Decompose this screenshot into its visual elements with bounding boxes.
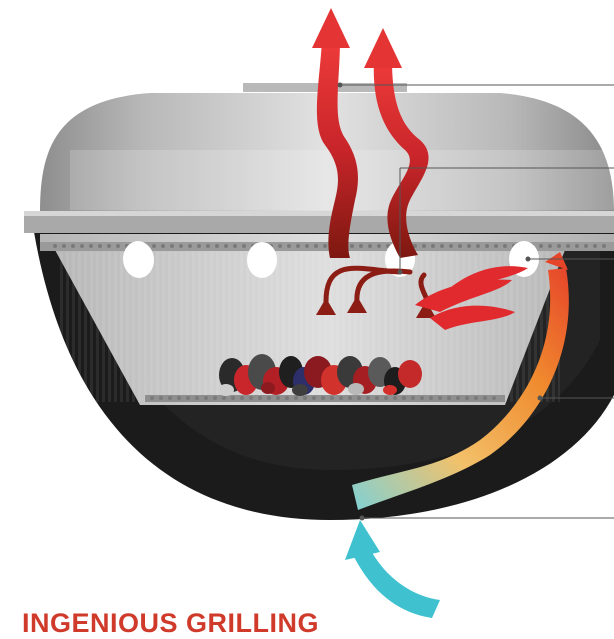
grill-rack-rivet: [89, 244, 93, 248]
charcoal-grate-rivet: [357, 396, 361, 400]
charcoal-grate-rivet: [366, 396, 370, 400]
grill-rack-rivet: [242, 244, 246, 248]
charcoal-grate-rivet: [330, 396, 334, 400]
grill-rack-rivet: [152, 244, 156, 248]
grill-rack-rivet: [71, 244, 75, 248]
charcoal-grate-rivet: [267, 396, 271, 400]
charcoal-grate-rivet: [150, 396, 154, 400]
grill-rack-rivet: [422, 244, 426, 248]
grill-rack-rivet: [80, 244, 84, 248]
grill-rack-rivet: [278, 244, 282, 248]
cool-air-intake: [352, 545, 440, 618]
charcoal-grate-rivet: [375, 396, 379, 400]
grill-rack-rivet: [296, 244, 300, 248]
charcoal-grate-rivet: [402, 396, 406, 400]
charcoal-grate-rivet: [222, 396, 226, 400]
charcoal-grate-rivet: [429, 396, 433, 400]
charcoal-grate-rivet: [213, 396, 217, 400]
grill-rack-rivet: [179, 244, 183, 248]
charcoal-grate-rivet: [294, 396, 298, 400]
charcoal-grate-rivet: [276, 396, 280, 400]
grill-rack-rivet: [161, 244, 165, 248]
grill-rack-rivet: [566, 244, 570, 248]
exhaust-arrowhead: [312, 8, 350, 48]
charcoal-grate-rivet: [447, 396, 451, 400]
lid-rim-highlight: [24, 211, 614, 216]
charcoal-grate-rivet: [168, 396, 172, 400]
grill-rack-rivet: [575, 244, 579, 248]
grill-rack-rivet: [170, 244, 174, 248]
grill-rack-rivet: [593, 244, 597, 248]
grill-rack-rivet: [107, 244, 111, 248]
grill-rack-rivet: [503, 244, 507, 248]
grill-rack-rivet: [188, 244, 192, 248]
charcoal-grate-rivet: [240, 396, 244, 400]
grill-rack-rivet: [494, 244, 498, 248]
charcoal-grate-rivet: [348, 396, 352, 400]
grill-rack-rivet: [440, 244, 444, 248]
grill-rack-rivet: [377, 244, 381, 248]
charcoal-grate-rivet: [159, 396, 163, 400]
charcoal-grate-rivet: [303, 396, 307, 400]
grill-rack-rivet: [98, 244, 102, 248]
cool-air-arrowhead: [345, 520, 380, 560]
charcoal-grate-rivet: [195, 396, 199, 400]
charcoal-grate-rivet: [420, 396, 424, 400]
grill-rack-rivet: [116, 244, 120, 248]
charcoal-grate-rivet: [186, 396, 190, 400]
grill-rack-rivet: [53, 244, 57, 248]
grill-rack-rivet: [539, 244, 543, 248]
charcoal-grate-rivet: [492, 396, 496, 400]
grill-rack-rivet: [449, 244, 453, 248]
charcoal-grate-rivet: [456, 396, 460, 400]
grill-rack-rivet: [305, 244, 309, 248]
charcoal-grate-rivet: [312, 396, 316, 400]
charcoal-grate-rivet: [258, 396, 262, 400]
charcoal-grate-rivet: [483, 396, 487, 400]
grill-rack-rivet: [458, 244, 462, 248]
air-hole: [124, 242, 154, 278]
grill-rack-rivet: [206, 244, 210, 248]
charcoal-grate-rivet: [438, 396, 442, 400]
exhaust-arrowhead: [364, 28, 402, 68]
grill-rack-rivet: [350, 244, 354, 248]
grill-rack-rivet: [467, 244, 471, 248]
grill-rack-rivet: [287, 244, 291, 248]
grill-rack-rivet: [215, 244, 219, 248]
charcoal-grate-rivet: [474, 396, 478, 400]
charcoal-grate-rivet: [411, 396, 415, 400]
charcoal-grate-rivet: [204, 396, 208, 400]
grill-rack-rivet: [314, 244, 318, 248]
grill-rack-rivet: [368, 244, 372, 248]
grill-rack-rivet: [62, 244, 66, 248]
grill-rack-rivet: [197, 244, 201, 248]
charcoal-grate-rivet: [339, 396, 343, 400]
grill-rack-rivet: [359, 244, 363, 248]
charcoal-grate-rivet: [231, 396, 235, 400]
charcoal-grate: [145, 395, 505, 402]
charcoal-grate-rivet: [177, 396, 181, 400]
grill-rack-rivet: [557, 244, 561, 248]
grill-rack-rivet: [584, 244, 588, 248]
grill-diagram: [0, 0, 614, 624]
grill-rack-rivet: [548, 244, 552, 248]
charcoal-grate-rivet: [384, 396, 388, 400]
charcoal-grate-rivet: [285, 396, 289, 400]
charcoal-grate-rivet: [249, 396, 253, 400]
grill-rack-rivet: [233, 244, 237, 248]
grill-rack-rivet: [476, 244, 480, 248]
charcoal-grate-rivet: [393, 396, 397, 400]
air-hole: [247, 242, 277, 278]
grill-rack-rivet: [323, 244, 327, 248]
charcoal-grate-rivet: [321, 396, 325, 400]
grill-rack-rivet: [485, 244, 489, 248]
grill-rack-rivet: [602, 244, 606, 248]
grill-rack-rivet: [224, 244, 228, 248]
grill-rack-rivet: [431, 244, 435, 248]
charcoal-grate-rivet: [465, 396, 469, 400]
